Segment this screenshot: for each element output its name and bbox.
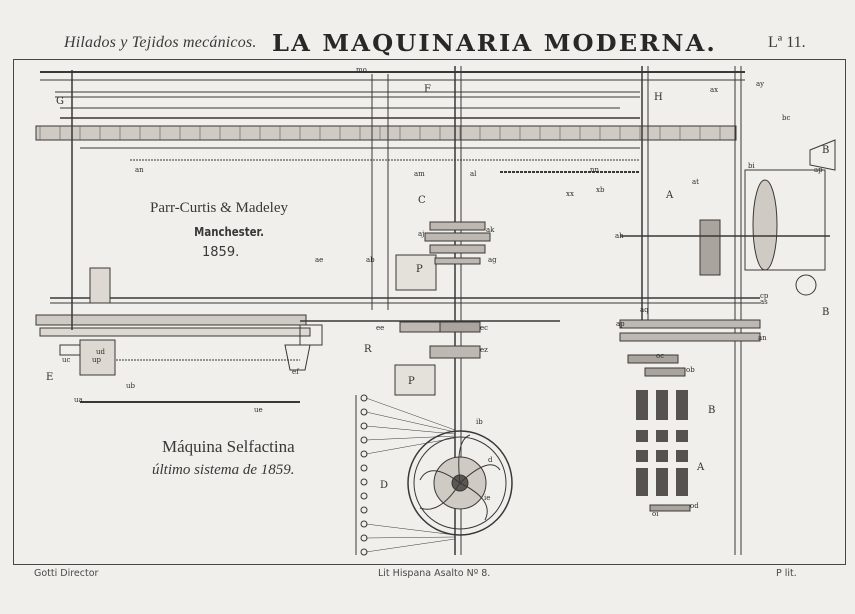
- carriage-rack: [35, 314, 307, 326]
- machine-system: último sistema de 1859.: [152, 462, 295, 478]
- svg-text:ez: ez: [480, 346, 488, 354]
- svg-text:aj: aj: [418, 230, 424, 238]
- main-beam: [35, 125, 737, 141]
- svg-text:G: G: [56, 96, 64, 107]
- svg-text:an: an: [758, 334, 767, 342]
- svg-text:mo: mo: [356, 66, 367, 74]
- svg-text:P: P: [408, 376, 415, 387]
- svg-text:uc: uc: [62, 356, 71, 364]
- footer-credit: P lit.: [776, 568, 797, 579]
- thread-lines: [365, 397, 456, 553]
- svg-text:ie: ie: [484, 494, 490, 502]
- svg-text:cp: cp: [760, 292, 769, 300]
- svg-text:A: A: [696, 462, 705, 473]
- footer-director: Gotti Director: [34, 568, 99, 579]
- small-part-labels: am al an ah ak aj ag ae ab aq ap an ay ax at as bc b…: [62, 66, 823, 518]
- svg-text:od: od: [690, 502, 699, 510]
- large-wheel: [407, 430, 513, 536]
- svg-text:ec: ec: [480, 324, 488, 332]
- svg-text:C: C: [418, 195, 426, 206]
- svg-text:d: d: [488, 456, 493, 464]
- svg-text:F: F: [424, 84, 431, 95]
- svg-text:B: B: [822, 307, 829, 318]
- beam-hatch: [39, 126, 721, 140]
- svg-text:ib: ib: [476, 418, 483, 426]
- svg-text:A: A: [665, 190, 674, 201]
- svg-text:up: up: [92, 356, 102, 364]
- svg-text:ap: ap: [814, 166, 823, 174]
- svg-text:H: H: [654, 92, 663, 103]
- svg-text:an: an: [135, 166, 144, 174]
- maker-name: Parr-Curtis & Madeley: [150, 200, 289, 216]
- svg-text:xx: xx: [566, 190, 574, 198]
- bobbins: [636, 390, 688, 496]
- svg-text:ae: ae: [315, 256, 323, 264]
- svg-text:ub: ub: [126, 382, 136, 390]
- page-title: LA MAQUINARIA MODERNA.: [272, 30, 717, 57]
- svg-text:ef: ef: [292, 368, 300, 376]
- svg-text:al: al: [470, 170, 477, 178]
- maker-year: 1859.: [202, 245, 240, 260]
- drawing-frame: [13, 59, 846, 565]
- svg-text:ag: ag: [488, 256, 497, 264]
- svg-text:P: P: [416, 264, 423, 275]
- svg-text:oc: oc: [656, 352, 664, 360]
- svg-text:ap: ap: [616, 320, 625, 328]
- svg-text:bi: bi: [748, 162, 755, 170]
- machine-name: Máquina Selfactina: [162, 437, 295, 456]
- svg-text:as: as: [760, 298, 768, 306]
- svg-text:ee: ee: [376, 324, 384, 332]
- svg-text:ua: ua: [74, 396, 83, 404]
- headstock: [744, 169, 826, 271]
- svg-text:oi: oi: [652, 510, 659, 518]
- svg-text:ah: ah: [615, 232, 624, 240]
- svg-text:ue: ue: [254, 406, 263, 414]
- svg-text:am: am: [414, 170, 425, 178]
- subject-heading: Hilados y Tejidos mecánicos.: [64, 34, 257, 51]
- svg-text:R: R: [364, 344, 372, 355]
- svg-text:B: B: [708, 405, 715, 416]
- block-p-upper: [395, 254, 437, 291]
- svg-text:ob: ob: [686, 366, 695, 374]
- svg-text:ud: ud: [96, 348, 106, 356]
- block-p-lower: [394, 364, 436, 396]
- footer-lithographer: Lit Hispana Asalto Nº 8.: [378, 568, 491, 579]
- svg-text:bc: bc: [782, 114, 790, 122]
- svg-text:E: E: [46, 372, 53, 383]
- svg-text:aq: aq: [640, 306, 649, 314]
- svg-text:nn: nn: [590, 166, 600, 174]
- svg-text:ay: ay: [756, 80, 764, 88]
- svg-text:ab: ab: [366, 256, 375, 264]
- svg-text:B: B: [822, 145, 829, 156]
- maker-city: Manchester.: [194, 225, 265, 239]
- svg-text:xb: xb: [596, 186, 605, 194]
- part-labels: A A B B B C D E F G H P P R: [46, 84, 829, 491]
- svg-text:ak: ak: [486, 226, 495, 234]
- spindle-column: [360, 394, 368, 556]
- svg-text:D: D: [380, 480, 388, 491]
- svg-text:ax: ax: [710, 86, 718, 94]
- plate-number: Lª 11.: [768, 34, 806, 51]
- svg-text:at: at: [692, 178, 699, 186]
